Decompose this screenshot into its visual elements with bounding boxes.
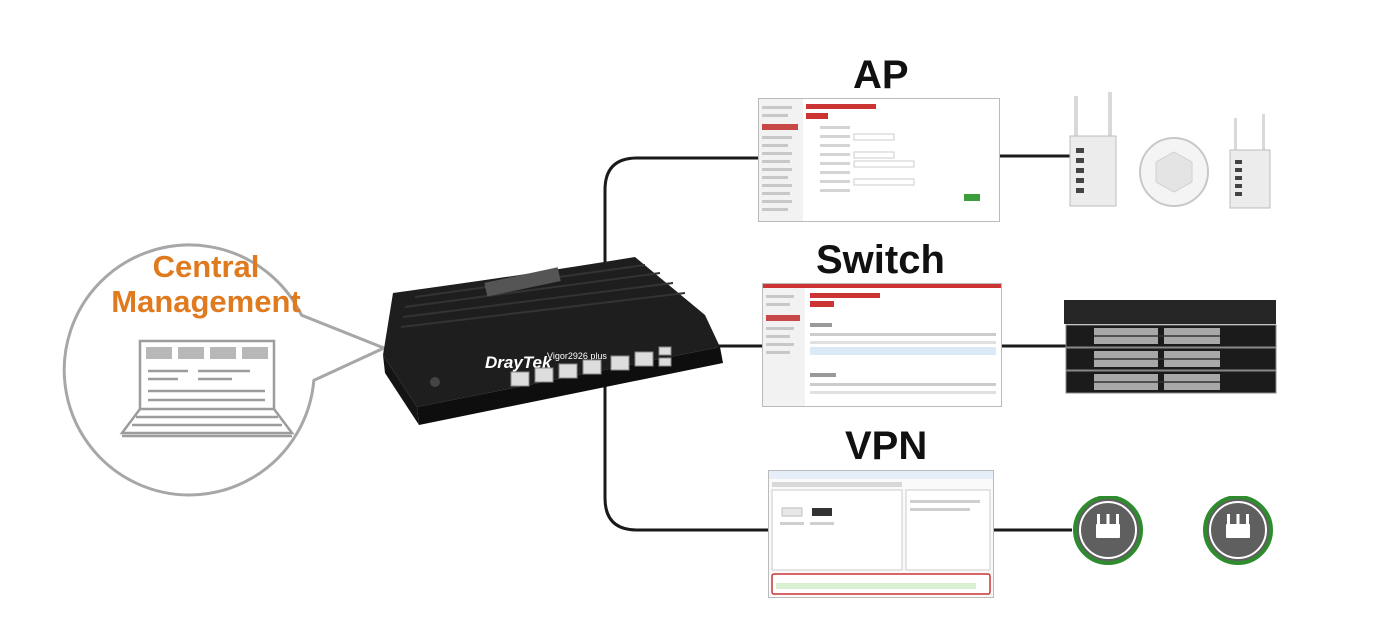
section-title-ap: AP bbox=[853, 53, 909, 97]
vpn-management-screenshot bbox=[768, 470, 994, 598]
section-title-switch: Switch bbox=[816, 238, 945, 282]
laptop-icon bbox=[119, 339, 295, 438]
section-title-vpn: VPN bbox=[845, 424, 928, 468]
ap-management-screenshot bbox=[758, 98, 1000, 222]
central-management-bubble bbox=[62, 243, 386, 497]
bubble-title-line1: Central bbox=[152, 249, 260, 284]
bubble-title-line2: Management bbox=[111, 284, 301, 319]
line-to-vpn bbox=[603, 382, 768, 532]
router-model: Vigor2926 plus bbox=[547, 351, 607, 361]
access-point-icon bbox=[1069, 92, 1271, 209]
line-to-ap bbox=[603, 156, 758, 350]
switch-management-screenshot bbox=[762, 283, 1002, 407]
router-icon: DrayTek Vigor2926 plus bbox=[383, 257, 723, 425]
router-brand: DrayTek bbox=[485, 353, 553, 372]
vpn-router-icon bbox=[1073, 496, 1273, 565]
switch-icon bbox=[1064, 300, 1277, 394]
